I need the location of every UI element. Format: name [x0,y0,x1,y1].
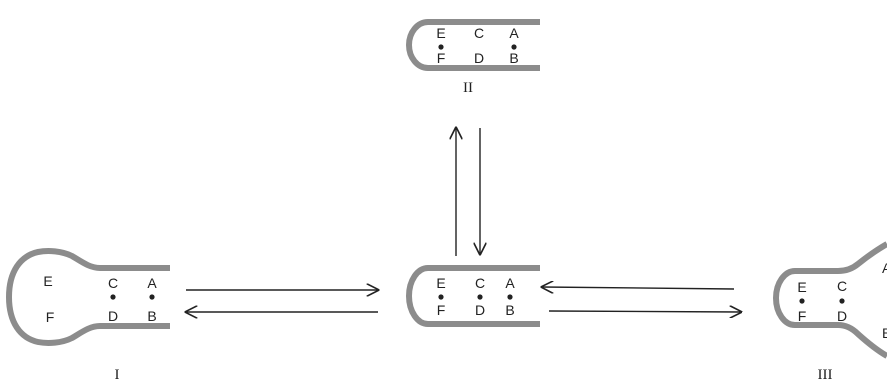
label-right-d: D [837,308,847,324]
dot-left-1 [110,294,116,300]
dot-left-2 [149,294,155,300]
label-center-e: E [436,275,445,291]
dot-center-3 [507,294,513,300]
membrane-center [406,265,540,327]
arrow-right-to-center [542,287,735,289]
label-left-f: F [46,309,55,325]
label-center-b: B [505,302,514,318]
structure-center: E C A F D B [406,265,540,327]
dot-right-2 [839,298,845,304]
label-right-f: F [798,308,807,324]
label-top-e: E [436,25,445,41]
roman-top: II [463,80,473,96]
label-top-a: A [509,25,519,41]
label-center-d: D [475,302,485,318]
label-top-f: F [437,50,446,66]
label-left-d: D [108,308,118,324]
arrows [186,128,741,312]
membrane-right [773,241,887,359]
dot-top-1 [438,44,444,50]
arrow-center-to-right [548,311,741,312]
label-left-a: A [147,275,157,291]
dot-center-1 [438,294,444,300]
structure-left: E C A F D B I [5,248,170,383]
membrane-left [5,248,170,346]
label-right-e: E [797,279,806,295]
roman-left: I [115,367,120,383]
label-left-b: B [147,308,156,324]
label-left-c: C [108,275,118,291]
label-right-b: B [882,325,887,341]
label-center-a: A [505,275,515,291]
label-center-c: C [475,275,485,291]
label-top-d: D [474,50,484,66]
roman-right: III [818,367,833,383]
membrane-top [406,19,540,71]
label-center-f: F [437,302,446,318]
structure-right: E C A F D B III [773,241,887,383]
label-right-c: C [837,278,847,294]
label-left-e: E [43,273,52,289]
label-right-a: A [882,260,887,276]
structure-top: E C A F D B II [406,19,540,96]
dot-right-1 [799,298,805,304]
dot-center-2 [477,294,483,300]
label-top-c: C [474,25,484,41]
label-top-b: B [509,50,518,66]
dot-top-2 [511,44,517,50]
